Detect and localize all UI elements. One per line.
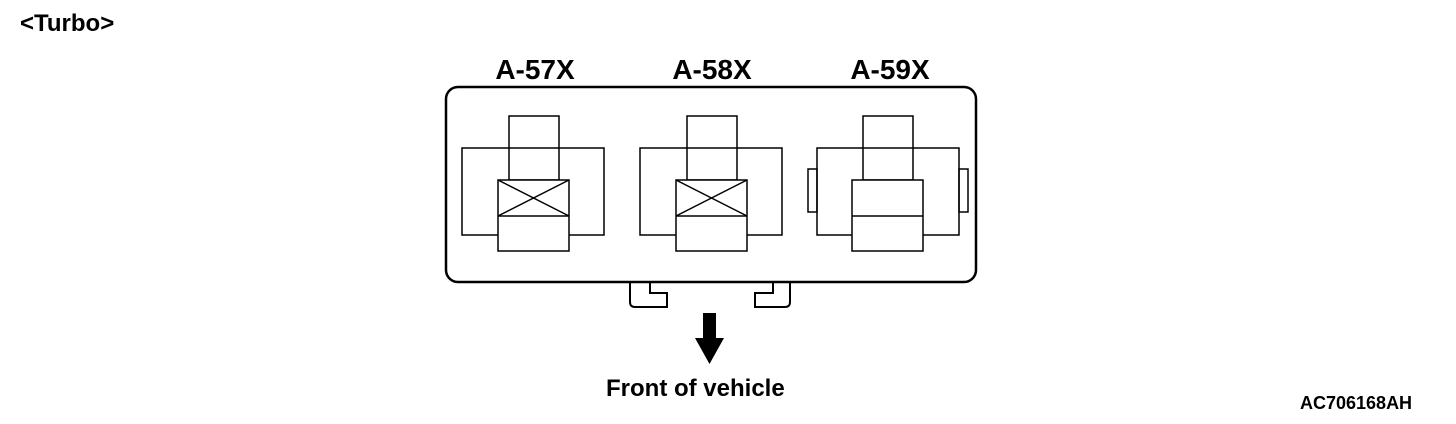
direction-label: Front of vehicle (606, 375, 785, 402)
variant-label: <Turbo> (20, 10, 115, 37)
mounting-clip-left (629, 282, 668, 308)
figure-code: AC706168AH (1300, 393, 1413, 413)
connector-label-a57x: A-57X (495, 54, 575, 85)
connector-a58x (639, 115, 783, 252)
mounting-clip-right (754, 282, 791, 308)
connector-label-a59x: A-59X (850, 54, 930, 85)
connector-label-a58x: A-58X (672, 54, 752, 85)
connector-a59x (807, 115, 969, 252)
arrow-down-icon (695, 313, 724, 364)
connector-a57x (461, 115, 605, 252)
connector-housing (444, 85, 978, 284)
